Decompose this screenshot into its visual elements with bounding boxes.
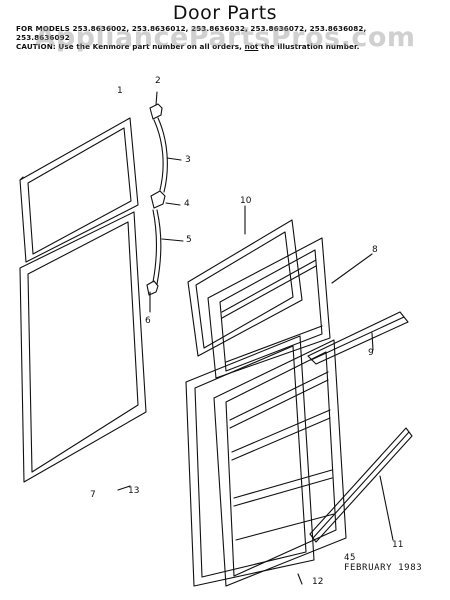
models-line-2: 253.8636092 [16,33,70,42]
callout-13: 13 [128,486,140,496]
callout-7: 7 [90,490,96,500]
callout-3: 3 [185,155,191,165]
callout-11: 11 [392,540,404,550]
handle-hardware [146,91,184,313]
shelf-bar-lower [309,427,413,543]
models-line-1: FOR MODELS 253.8636002, 253.8636012, 253… [16,24,367,33]
callout-5: 5 [186,235,192,245]
callout-1: 1 [117,86,123,96]
fresh-food-door-gasket [185,335,315,587]
callout-2: 2 [155,76,161,86]
callout-10: 10 [240,196,252,206]
models-text: FOR MODELS 253.8636002, 253.8636012, 253… [16,24,436,42]
caution-text: CAUTION: Use the Kenmore part number on … [16,42,436,51]
page-number: 45 [344,553,357,563]
callout-6: 6 [145,316,151,326]
caution-prefix: CAUTION: Use the Kenmore part number on … [16,42,245,51]
page-title: Door Parts [172,2,278,24]
lower-door-gasket [19,211,147,483]
callout-8: 8 [372,245,378,255]
freezer-door-gasket [187,205,303,357]
upper-door-gasket [19,117,139,263]
date-stamp: FEBRUARY 1983 [344,563,423,573]
caution-not: not [244,42,259,51]
callout-4: 4 [184,199,190,209]
leader-line-13 [117,485,131,491]
callout-9: 9 [368,348,374,358]
caution-suffix: the illustration number. [258,42,360,51]
shelf-bar-upper [307,311,409,365]
fresh-food-door-liner [213,339,347,587]
callout-12: 12 [312,577,324,587]
freezer-door-liner [207,237,373,379]
